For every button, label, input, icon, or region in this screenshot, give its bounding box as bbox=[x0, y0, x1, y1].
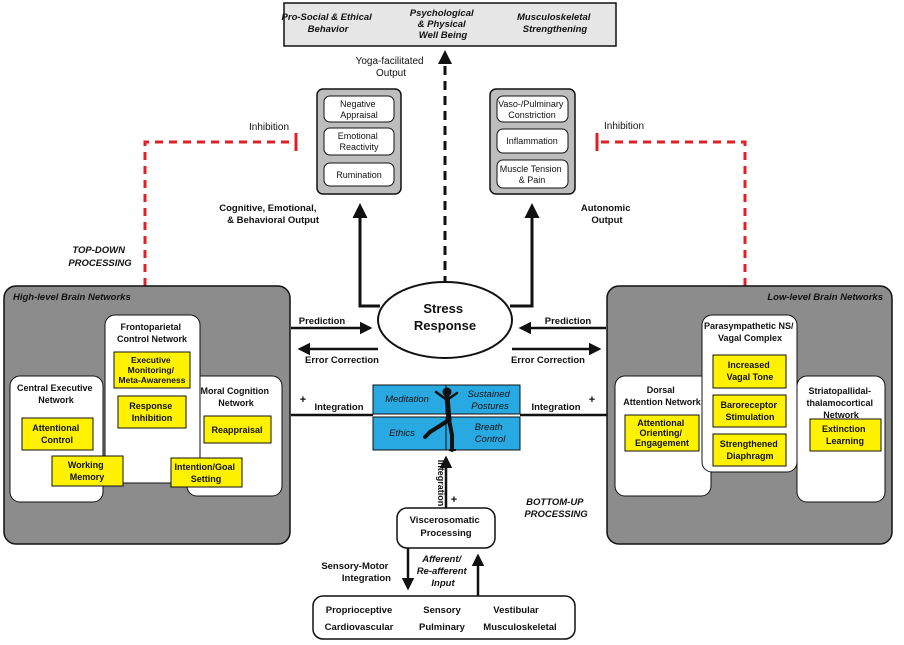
svg-text:Attentional Control: Attentional Control bbox=[32, 423, 82, 445]
outcome-musculoskeletal: Musculoskeletal Strengthening bbox=[517, 12, 593, 35]
stress-response-label: Stress Response bbox=[414, 301, 476, 333]
svg-text:Parasympathetic NS/ Vagal: Parasympathetic NS/ Vagal Complex bbox=[704, 321, 796, 343]
plus-left: + bbox=[300, 394, 306, 406]
yoga-breath-box bbox=[445, 416, 521, 451]
svg-text:Increased Vagal Tone: Increased Vagal Tone bbox=[727, 360, 774, 382]
svg-text:Response Inhibition: Response Inhibition bbox=[129, 401, 175, 423]
rumination-item bbox=[323, 162, 395, 187]
high-level-title: High-level Brain Networks bbox=[13, 292, 131, 303]
bottom-up-label: BOTTOM-UP PROCESSING bbox=[524, 497, 588, 520]
low-level-title: Low-level Brain Networks bbox=[767, 292, 883, 303]
extinction-learning-box bbox=[809, 418, 882, 452]
input-cardiovascular: Cardiovascular bbox=[325, 622, 394, 633]
inhibition-label-right: Inhibition bbox=[604, 121, 644, 132]
svg-text:Strengthened Diaphragm: Strengthened Diaphragm bbox=[720, 439, 781, 461]
svg-text:Central Executive Network: Central Executive Network bbox=[17, 383, 95, 405]
stress-response-node bbox=[377, 281, 513, 359]
diaphragm-box bbox=[712, 433, 787, 467]
svg-text:Negative Appraisal: Negative Appraisal bbox=[340, 99, 378, 120]
svg-text:Intention/Goal Setting: Intention/Goal Setting bbox=[174, 462, 237, 484]
yoga-output-arrowhead bbox=[438, 50, 452, 64]
parasympathetic-network bbox=[701, 314, 798, 473]
svg-text:Muscle Tension & Pain: Muscle Tension & Pain bbox=[500, 164, 564, 185]
response-inhibition-box bbox=[117, 395, 187, 429]
yoga-ethics-box bbox=[372, 416, 447, 451]
outcome-wellbeing: Psychological & Physical Well Being bbox=[410, 8, 477, 41]
svg-text:Inflammation: Inflammation bbox=[506, 136, 558, 146]
negative-appraisal-item bbox=[323, 95, 395, 123]
input-pulminary: Pulminary bbox=[419, 622, 466, 633]
inhibition-line-left bbox=[143, 140, 296, 286]
svg-text:Attentional Orienting/: Attentional Orienting/ Engagement bbox=[635, 418, 689, 448]
inhibition-line-right bbox=[597, 140, 747, 286]
muscle-tension-item bbox=[496, 159, 569, 189]
executive-monitoring-box bbox=[113, 351, 191, 389]
vaso-constriction-item bbox=[496, 95, 569, 123]
svg-text:Dorsal Attention Network: Dorsal Attention Network bbox=[623, 385, 701, 407]
input-musculoskeletal: Musculoskeletal bbox=[483, 622, 556, 633]
inflammation-item bbox=[496, 128, 569, 154]
svg-text:Reappraisal: Reappraisal bbox=[211, 425, 262, 435]
integration-label-vertical: Integration bbox=[436, 460, 446, 507]
yoga-meditation-box bbox=[372, 384, 447, 415]
sensory-inputs-box bbox=[312, 595, 576, 640]
intention-goal-box bbox=[170, 457, 243, 488]
meditation-label: Meditation bbox=[385, 394, 429, 405]
emotional-reactivity-item bbox=[323, 127, 395, 156]
attentional-orienting-box bbox=[624, 414, 700, 452]
outcome-prosocial: Pro-Social & Ethical Behavior bbox=[282, 12, 375, 35]
svg-text:Working Memory: Working Memory bbox=[68, 460, 106, 482]
postures-label: Sustained Postures bbox=[468, 389, 513, 412]
arrow-to-autonomic bbox=[510, 203, 540, 308]
integration-label-left: Integration bbox=[314, 402, 363, 413]
attentional-control-box bbox=[21, 417, 94, 451]
vagal-tone-box bbox=[712, 354, 787, 389]
error-correction-label-left: Error Correction bbox=[305, 355, 379, 366]
error-correction-label-right: Error Correction bbox=[511, 355, 585, 366]
ethics-label: Ethics bbox=[389, 428, 415, 439]
svg-text:Rumination: Rumination bbox=[336, 170, 382, 180]
yoga-figure-icon bbox=[423, 387, 459, 452]
input-vestibular: Vestibular bbox=[493, 605, 539, 616]
integration-label-right: Integration bbox=[531, 402, 580, 413]
svg-text:Extinction Learning: Extinction Learning bbox=[822, 424, 868, 446]
svg-text:Frontoparietal Control Net: Frontoparietal Control Network bbox=[117, 322, 188, 344]
svg-text:Striatopallidal- thalamoco: Striatopallidal- thalamocortical Network bbox=[806, 386, 875, 420]
yoga-postures-box bbox=[445, 384, 521, 415]
top-down-label: TOP-DOWN PROCESSING bbox=[68, 245, 132, 269]
svg-text:Vaso-/Pulminary Constricti: Vaso-/Pulminary Constriction bbox=[498, 99, 566, 120]
baroreceptor-box bbox=[712, 394, 787, 428]
prediction-label-left: Prediction bbox=[299, 316, 346, 327]
arrow-to-cognitive bbox=[352, 203, 380, 308]
viscerosomatic-label: Viscerosomatic Processing bbox=[410, 515, 483, 539]
inhibition-label-left: Inhibition bbox=[249, 122, 289, 133]
viscerosomatic-box bbox=[396, 507, 496, 549]
prediction-label-right: Prediction bbox=[545, 316, 592, 327]
svg-text:Emotional Reactivity: Emotional Reactivity bbox=[338, 131, 381, 152]
breath-label: Breath Control bbox=[475, 422, 507, 445]
reappraisal-box bbox=[203, 415, 272, 444]
svg-text:Baroreceptor Stimulation: Baroreceptor Stimulation bbox=[720, 400, 779, 422]
svg-text:Executive Monitoring/: Executive Monitoring/ Meta-Awareness bbox=[119, 355, 186, 385]
sensory-motor-label: Sensory-Motor Integration bbox=[321, 561, 391, 584]
afferent-label: Afferent/ Re-afferent Input bbox=[417, 554, 470, 589]
plus-bottom: + bbox=[451, 494, 457, 506]
autonomic-output-label: Autonomic Output bbox=[581, 203, 633, 226]
yoga-output-label: Yoga-facilitated Output bbox=[356, 56, 427, 79]
svg-text:Moral Cognition Network: Moral Cognition Network bbox=[200, 386, 271, 408]
input-proprioceptive: Proprioceptive bbox=[326, 605, 393, 616]
working-memory-box bbox=[51, 455, 124, 487]
input-sensory: Sensory bbox=[423, 605, 461, 616]
outcomes-box bbox=[283, 2, 617, 47]
plus-right: + bbox=[589, 394, 595, 406]
cognitive-output-label: Cognitive, Emotional, & Behavioral Outpu… bbox=[219, 203, 320, 226]
